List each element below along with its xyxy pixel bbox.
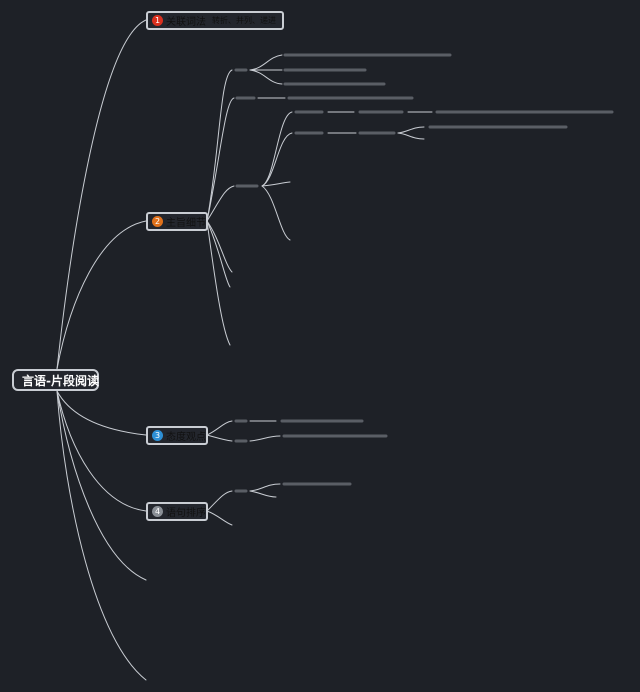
connector-b2-4 <box>206 220 233 273</box>
connector-root-branch-3 <box>56 390 147 436</box>
branch-3-number-badge: 3 <box>152 430 163 441</box>
branch-1-note: 转折、并列、递进 <box>212 16 276 25</box>
connector-b4-1b <box>249 490 277 498</box>
connector-b2-6 <box>206 220 231 346</box>
branch-4-label: 语句排序 <box>166 508 206 519</box>
connector-b4-1 <box>206 490 233 512</box>
branch-3-label: 态度观点 <box>166 432 206 443</box>
connector-b2-3c <box>261 181 291 187</box>
connector-b2-3d <box>261 185 291 241</box>
connector-b2-3 <box>206 185 235 222</box>
branch-3-node[interactable]: 3 态度观点 <box>146 426 208 445</box>
connector-b4-2 <box>206 510 233 526</box>
connector-deep-5 <box>397 132 425 140</box>
root-label: 言语-片段阅读 <box>22 373 99 388</box>
connector-root-branch-4 <box>56 390 147 512</box>
connector-root-unlabeled-1 <box>56 390 147 581</box>
connector-b2-3a <box>261 111 293 187</box>
branch-4-node[interactable]: 4 语句排序 <box>146 502 208 521</box>
connector-b2-2 <box>206 97 235 222</box>
branch-2-label: 主旨细节 <box>166 218 206 229</box>
branch-2-node[interactable]: 2 主旨细节 <box>146 212 208 231</box>
connector-b2-1c <box>249 69 283 85</box>
branch-1-number-badge: 1 <box>152 15 163 26</box>
root-node[interactable]: 言语-片段阅读 <box>12 369 99 391</box>
branch-1-label: 关联词法 <box>166 17 206 28</box>
connector-root-branch-1 <box>56 19 147 370</box>
branch-1-node[interactable]: 1 关联词法 转折、并列、递进 <box>146 11 284 30</box>
connector-root-branch-2 <box>56 220 147 370</box>
connector-b3-1 <box>206 420 233 436</box>
connector-deep-4 <box>397 126 425 134</box>
connector-b4-1a <box>249 483 281 492</box>
connector-b3-2a <box>249 435 281 442</box>
connector-b2-1 <box>206 69 233 222</box>
branch-2-number-badge: 2 <box>152 216 163 227</box>
connector-b2-5 <box>206 220 231 288</box>
connector-b2-1a <box>249 54 283 71</box>
connector-b3-2 <box>206 434 233 442</box>
connector-root-unlabeled-2 <box>56 390 147 681</box>
branch-4-number-badge: 4 <box>152 506 163 517</box>
connector-b2-3b <box>261 132 293 187</box>
